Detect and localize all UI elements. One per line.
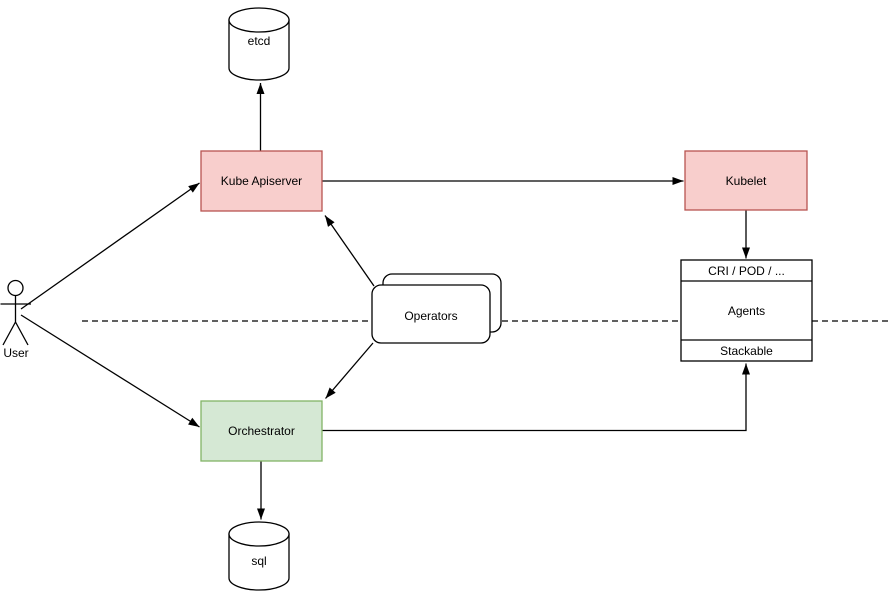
sql-cylinder-top [228,521,290,547]
etcd-cylinder-top [228,7,290,33]
sql-label: sql [251,554,266,568]
etcd-cylinder: etcd [228,7,290,81]
kubelet-box [684,150,808,211]
edge-user-to-orchestrator [20,314,200,428]
user-actor-head [7,279,24,297]
cri-pod-label: CRI / POD / ... [708,264,785,278]
sql-cylinder-body [228,533,290,591]
operators-label: Operators [404,309,457,323]
etcd-label: etcd [248,34,271,48]
edge-user-to-kube-apiserver [20,182,200,310]
agents-stack-box [680,259,813,362]
edge-operators-to-kube-apiserver [324,215,375,287]
sql-cylinder: sql [228,521,290,591]
user-actor-limbs [0,295,31,346]
kube-apiserver-box [200,150,323,212]
user-actor: User [0,279,31,360]
agents-label: Agents [728,304,765,318]
operators-front-card [371,284,491,344]
agents-stack-node: CRI / POD / ... Agents Stackable [680,259,813,362]
orchestrator-label: Orchestrator [228,424,295,438]
orchestrator-box [200,400,323,462]
edge-operators-to-orchestrator [325,342,374,399]
edges [20,83,750,520]
kube-apiserver-node: Kube Apiserver [200,150,323,212]
edge-orchestrator-to-stackable [322,363,750,432]
operators-node: Operators [371,273,502,344]
etcd-cylinder-body [228,19,290,81]
kubelet-node: Kubelet [684,150,808,211]
user-label: User [3,346,28,360]
stackable-label: Stackable [720,344,773,358]
kube-apiserver-label: Kube Apiserver [221,174,302,188]
orchestrator-node: Orchestrator [200,400,323,462]
kubelet-label: Kubelet [726,174,767,188]
